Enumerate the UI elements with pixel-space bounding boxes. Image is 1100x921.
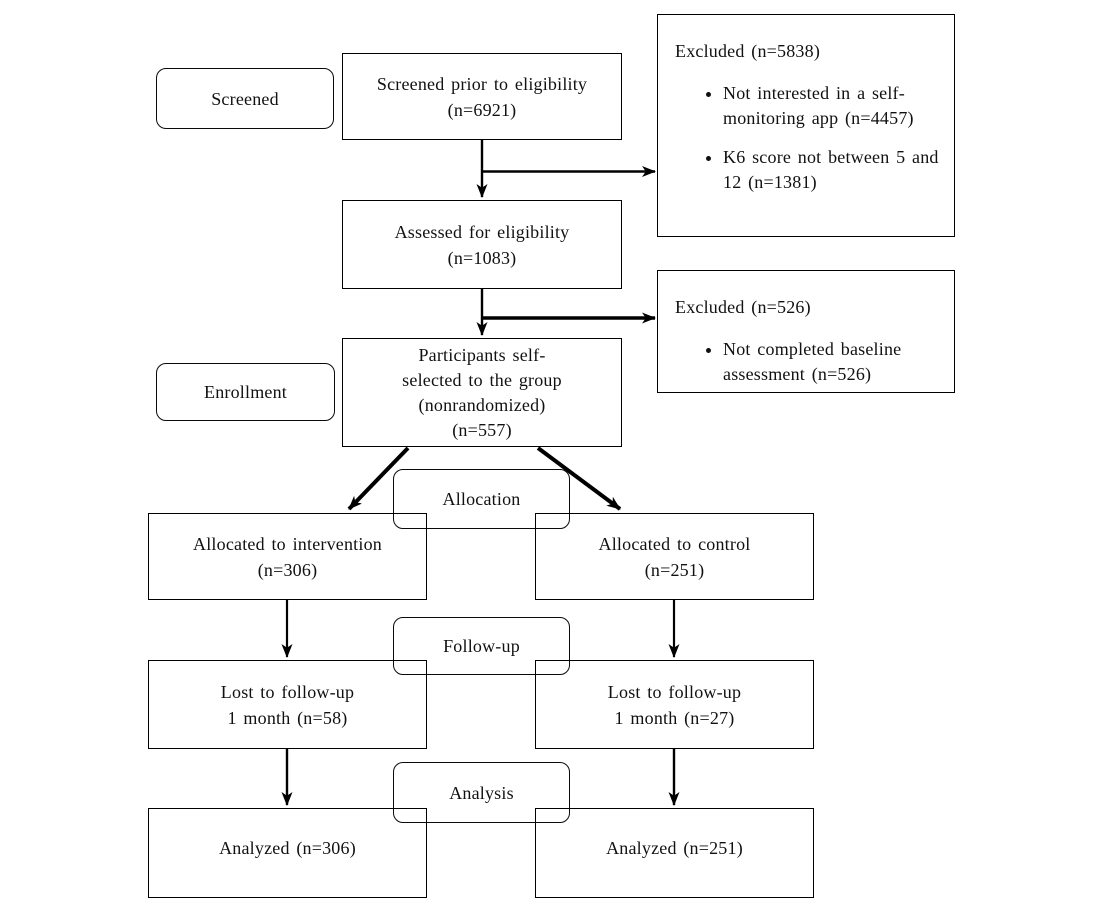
box-screened-prior-line1: Screened prior to eligibility: [376, 73, 588, 94]
stage-label-analysis: Analysis: [393, 762, 570, 823]
box-assessed-line1: Assessed for eligibility: [394, 221, 570, 242]
excluded-screening-bullet-1: Not interested in a self-monitoring app …: [723, 81, 942, 131]
box-lost-control-line1: Lost to follow-up: [607, 681, 742, 702]
box-participants: Participants self- selected to the group…: [342, 338, 622, 447]
stage-label-allocation: Allocation: [393, 469, 570, 529]
box-allocated-intervention: Allocated to intervention (n=306): [148, 513, 427, 600]
stage-label-screened: Screened: [156, 68, 334, 129]
box-participants-line3: (nonrandomized): [418, 394, 546, 415]
excluded-assessment-bullet-1: Not completed baseline assessment (n=526…: [723, 337, 942, 387]
excluded-screening-bullet-list: Not interested in a self-monitoring app …: [705, 81, 942, 195]
box-allocated-intervention-line1: Allocated to intervention: [193, 533, 382, 554]
stage-label-followup: Follow-up: [393, 617, 570, 675]
stage-label-enrollment: Enrollment: [156, 363, 335, 421]
stage-label-allocation-text: Allocation: [442, 489, 521, 509]
box-analyzed-control-line1: Analyzed (n=251): [606, 838, 743, 858]
box-lost-control: Lost to follow-up 1 month (n=27): [535, 660, 814, 749]
excluded-screening-bullet-2: K6 score not between 5 and 12 (n=1381): [723, 145, 942, 195]
box-lost-control-count: 1 month (n=27): [614, 707, 735, 728]
box-participants-line1: Participants self-: [418, 344, 546, 365]
box-analyzed-control: Analyzed (n=251): [535, 808, 814, 898]
box-lost-intervention-count: 1 month (n=58): [227, 707, 348, 728]
box-analyzed-intervention-line1: Analyzed (n=306): [219, 838, 356, 858]
stage-label-analysis-text: Analysis: [449, 782, 514, 803]
stage-label-followup-text: Follow-up: [443, 636, 520, 656]
box-analyzed-intervention: Analyzed (n=306): [148, 808, 427, 898]
box-screened-prior-count: (n=6921): [447, 99, 517, 120]
box-participants-line2: selected to the group: [402, 369, 562, 390]
box-excluded-assessment: Excluded (n=526) Not completed baseline …: [657, 270, 955, 393]
box-allocated-control: Allocated to control (n=251): [535, 513, 814, 600]
box-allocated-control-count: (n=251): [644, 559, 705, 580]
box-lost-intervention: Lost to follow-up 1 month (n=58): [148, 660, 427, 749]
box-allocated-intervention-count: (n=306): [257, 559, 318, 580]
box-allocated-control-line1: Allocated to control: [598, 533, 751, 554]
stage-label-screened-text: Screened: [211, 88, 279, 109]
box-excluded-assessment-title: Excluded (n=526): [675, 297, 811, 317]
box-assessed: Assessed for eligibility (n=1083): [342, 200, 622, 289]
box-lost-intervention-line1: Lost to follow-up: [220, 681, 355, 702]
box-participants-count: (n=557): [452, 419, 512, 440]
box-excluded-screening: Excluded (n=5838) Not interested in a se…: [657, 14, 955, 237]
box-screened-prior: Screened prior to eligibility (n=6921): [342, 53, 622, 140]
stage-label-enrollment-text: Enrollment: [204, 382, 287, 402]
box-excluded-screening-title: Excluded (n=5838): [675, 41, 821, 61]
excluded-assessment-bullet-list: Not completed baseline assessment (n=526…: [705, 337, 942, 387]
box-assessed-count: (n=1083): [447, 247, 517, 268]
